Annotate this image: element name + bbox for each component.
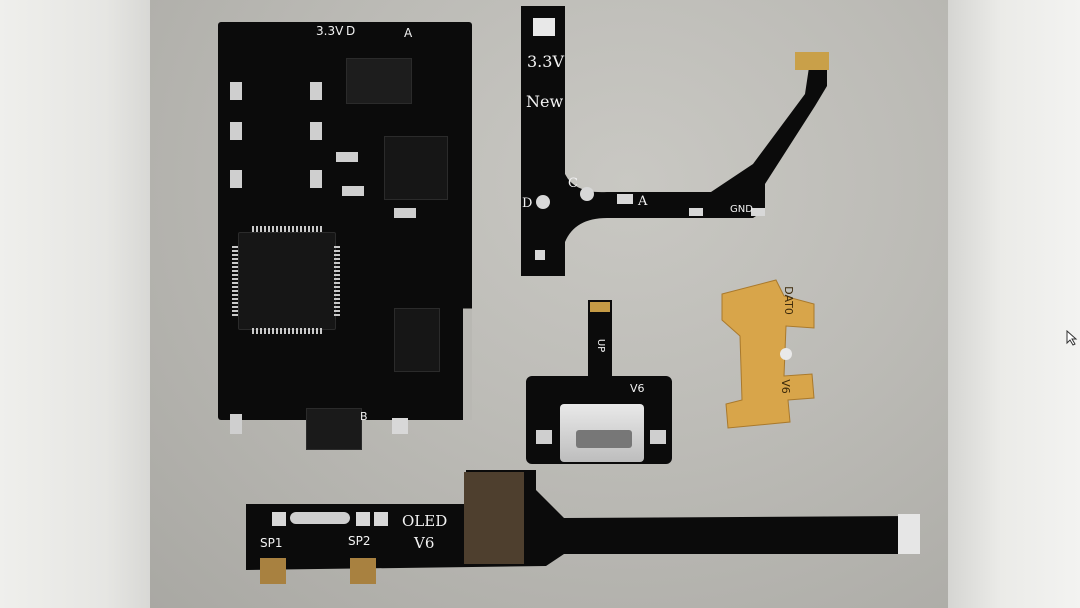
sp2-label: SP2 [348, 534, 371, 548]
mcu-chip [238, 232, 336, 330]
main-modchip-board: 3.3V D A B [218, 22, 472, 450]
flex-new-label: New [526, 92, 564, 111]
mouse-cursor-icon [1066, 330, 1078, 346]
gold-dat0-label: DAT0 [781, 286, 795, 315]
board-b-label: B [360, 410, 368, 423]
board-d-label: D [346, 24, 356, 38]
gold-v6-label: V6 [778, 379, 792, 394]
monitor-bezel-left [0, 0, 150, 608]
flex-gnd-label: GND [730, 204, 753, 215]
controller-chip [384, 136, 448, 200]
usb-up-label: UP [595, 338, 607, 353]
flex-a-label: A [638, 194, 648, 209]
flex-ribbon-3v3 [521, 6, 829, 276]
sp1-label: SP1 [260, 536, 283, 550]
connector-top [346, 58, 412, 104]
flex-c-label: C [568, 176, 578, 191]
photo-canvas: 3.3V D A B 3.3V New C D A GND UP V6 DAT0… [150, 0, 948, 608]
connector-bottom [306, 408, 362, 450]
monitor-bezel-right [948, 0, 1080, 608]
flex-3v3-label: 3.3V [527, 52, 564, 71]
gold-flex-dat0 [721, 279, 815, 429]
oled-v6-label: V6 [414, 534, 435, 552]
oled-label: OLED [402, 512, 448, 530]
oled-flex-ribbon [246, 470, 920, 584]
usb-adapter-tail [588, 300, 612, 380]
board-a-label: A [404, 26, 413, 40]
flex-d-label: D [522, 196, 533, 211]
usb-v6-label: V6 [630, 382, 645, 395]
flash-chip [394, 308, 440, 372]
board-3v3-label: 3.3V [316, 24, 344, 38]
